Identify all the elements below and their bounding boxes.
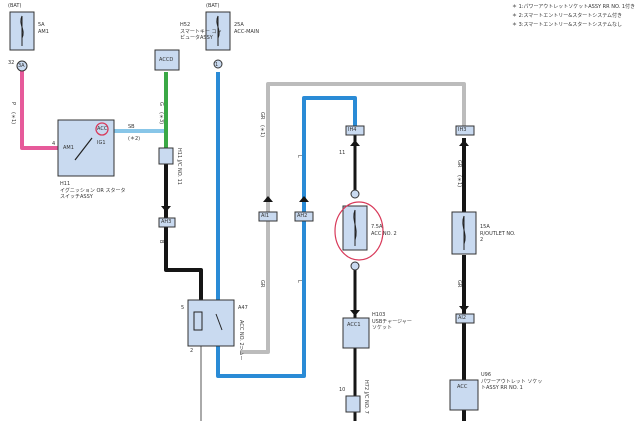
outlet-pin: ACC	[457, 384, 468, 390]
wire-label-g: G	[158, 102, 164, 106]
ignition-id: H11	[60, 181, 71, 187]
note-2: ＊ 2:スマートエントリー&スタートシステム付き	[512, 13, 623, 19]
usb-pin: ACC1	[347, 322, 361, 328]
routlet-rating: 15A	[480, 224, 490, 230]
jc11-name: H11 J/C NO. 11	[176, 148, 182, 185]
conn-ai1: AI1	[261, 213, 270, 219]
routlet-name: R/OUTLET NO. 2	[480, 231, 516, 243]
wire-label-l1: L	[296, 155, 302, 158]
acc-no2-rating: 7.5A	[371, 224, 383, 230]
pin-10: 10	[339, 387, 346, 393]
ignition-pin-ig: IG1	[97, 140, 106, 146]
relay-box	[187, 299, 235, 347]
ignition-switch-box	[57, 119, 115, 177]
ignition-name: イグニッション OR スタータ スイッチASSY	[60, 188, 126, 200]
pin-3a: 3A	[18, 63, 25, 69]
wire-black-jc11-relay	[164, 164, 203, 300]
jc7-box	[345, 395, 361, 413]
conn-ih4: IH4	[348, 127, 357, 133]
note-3: ＊ 3:スマートエントリー&スタートシステムなし	[512, 22, 623, 28]
outlet-name: パワーアウトレット ソケットASSY RR NO. 1	[481, 379, 543, 391]
outlet-id: U96	[481, 372, 492, 378]
wire-label-l2: L	[296, 280, 302, 283]
pin-1: 1	[215, 62, 219, 68]
outlet-box	[449, 379, 479, 411]
relay-name: ACC NO. 2リレー	[238, 320, 244, 361]
wire-label-gr1: GR	[259, 112, 265, 120]
usb-name: USBチャージャー ソケット	[372, 319, 412, 331]
pin-2: 2	[190, 348, 194, 354]
acc-main-rating: 25A	[234, 22, 244, 28]
am1-rating: 5A	[38, 22, 45, 28]
wire-gray-main	[240, 82, 466, 354]
wire-label-gr4: GR	[456, 280, 462, 288]
chevrons	[161, 140, 469, 316]
relay-id: A47	[238, 305, 248, 311]
acc-main-name: ACC-MAIN	[234, 29, 260, 35]
pin-5: 5	[181, 305, 185, 311]
am1-source: (BAT)	[8, 3, 22, 9]
smart-key-ecu-box	[154, 49, 180, 71]
ignition-pin-acc: ACC	[97, 126, 108, 132]
smart-key-name: スマートキー コンピュータASSY	[180, 29, 222, 41]
wire-note-star1: (＊1)	[10, 112, 16, 125]
wire-label-gr2: GR	[259, 280, 265, 288]
fuse-routlet	[451, 211, 477, 255]
fuse-am1	[9, 11, 35, 72]
wire-label-b: B	[158, 240, 164, 244]
pin-32: 32	[8, 60, 15, 66]
smart-key-id: H52	[180, 22, 191, 28]
legend-notes: ＊ 1:パワーアウトレットソケットASSY RR NO. 1付き ＊ 2:スマー…	[512, 3, 635, 30]
acc-no2-name: ACC NO. 2	[371, 231, 397, 237]
jc11-box	[158, 147, 174, 165]
wire-label-gr3: GR	[456, 160, 462, 168]
usb-socket-box	[342, 317, 370, 349]
wire-note-star1c: (＊1)	[456, 175, 462, 188]
fuse-acc-no2	[334, 189, 384, 271]
note-1: ＊ 1:パワーアウトレットソケットASSY RR NO. 1付き	[512, 4, 636, 10]
pin-11: 11	[339, 150, 346, 156]
usb-id: H103	[372, 312, 386, 318]
connectors	[158, 125, 475, 324]
wire-note-star2: (＊2)	[128, 136, 141, 142]
conn-ih3: IH3	[458, 127, 467, 133]
wire-label-sb: SB	[128, 124, 135, 130]
conn-ah3: AH3	[161, 219, 172, 225]
ignition-pin-am: AM1	[63, 145, 74, 151]
conn-ah2: AH2	[297, 213, 308, 219]
pin-4: 4	[52, 141, 56, 147]
fuse-acc-main	[205, 11, 231, 69]
wire-label-p: P	[10, 102, 16, 106]
conn-ai2: AI2	[458, 315, 467, 321]
jc7-name: H72 J/C NO. 7	[363, 380, 369, 414]
wire-pink-am1	[20, 68, 60, 150]
wire-note-star3: (＊3)	[158, 112, 164, 125]
acc-main-source: (BAT)	[206, 3, 220, 9]
smart-key-pin: ACCD	[159, 57, 174, 63]
am1-name: AM1	[38, 29, 49, 35]
wire-note-star1b: (＊1)	[259, 125, 265, 138]
